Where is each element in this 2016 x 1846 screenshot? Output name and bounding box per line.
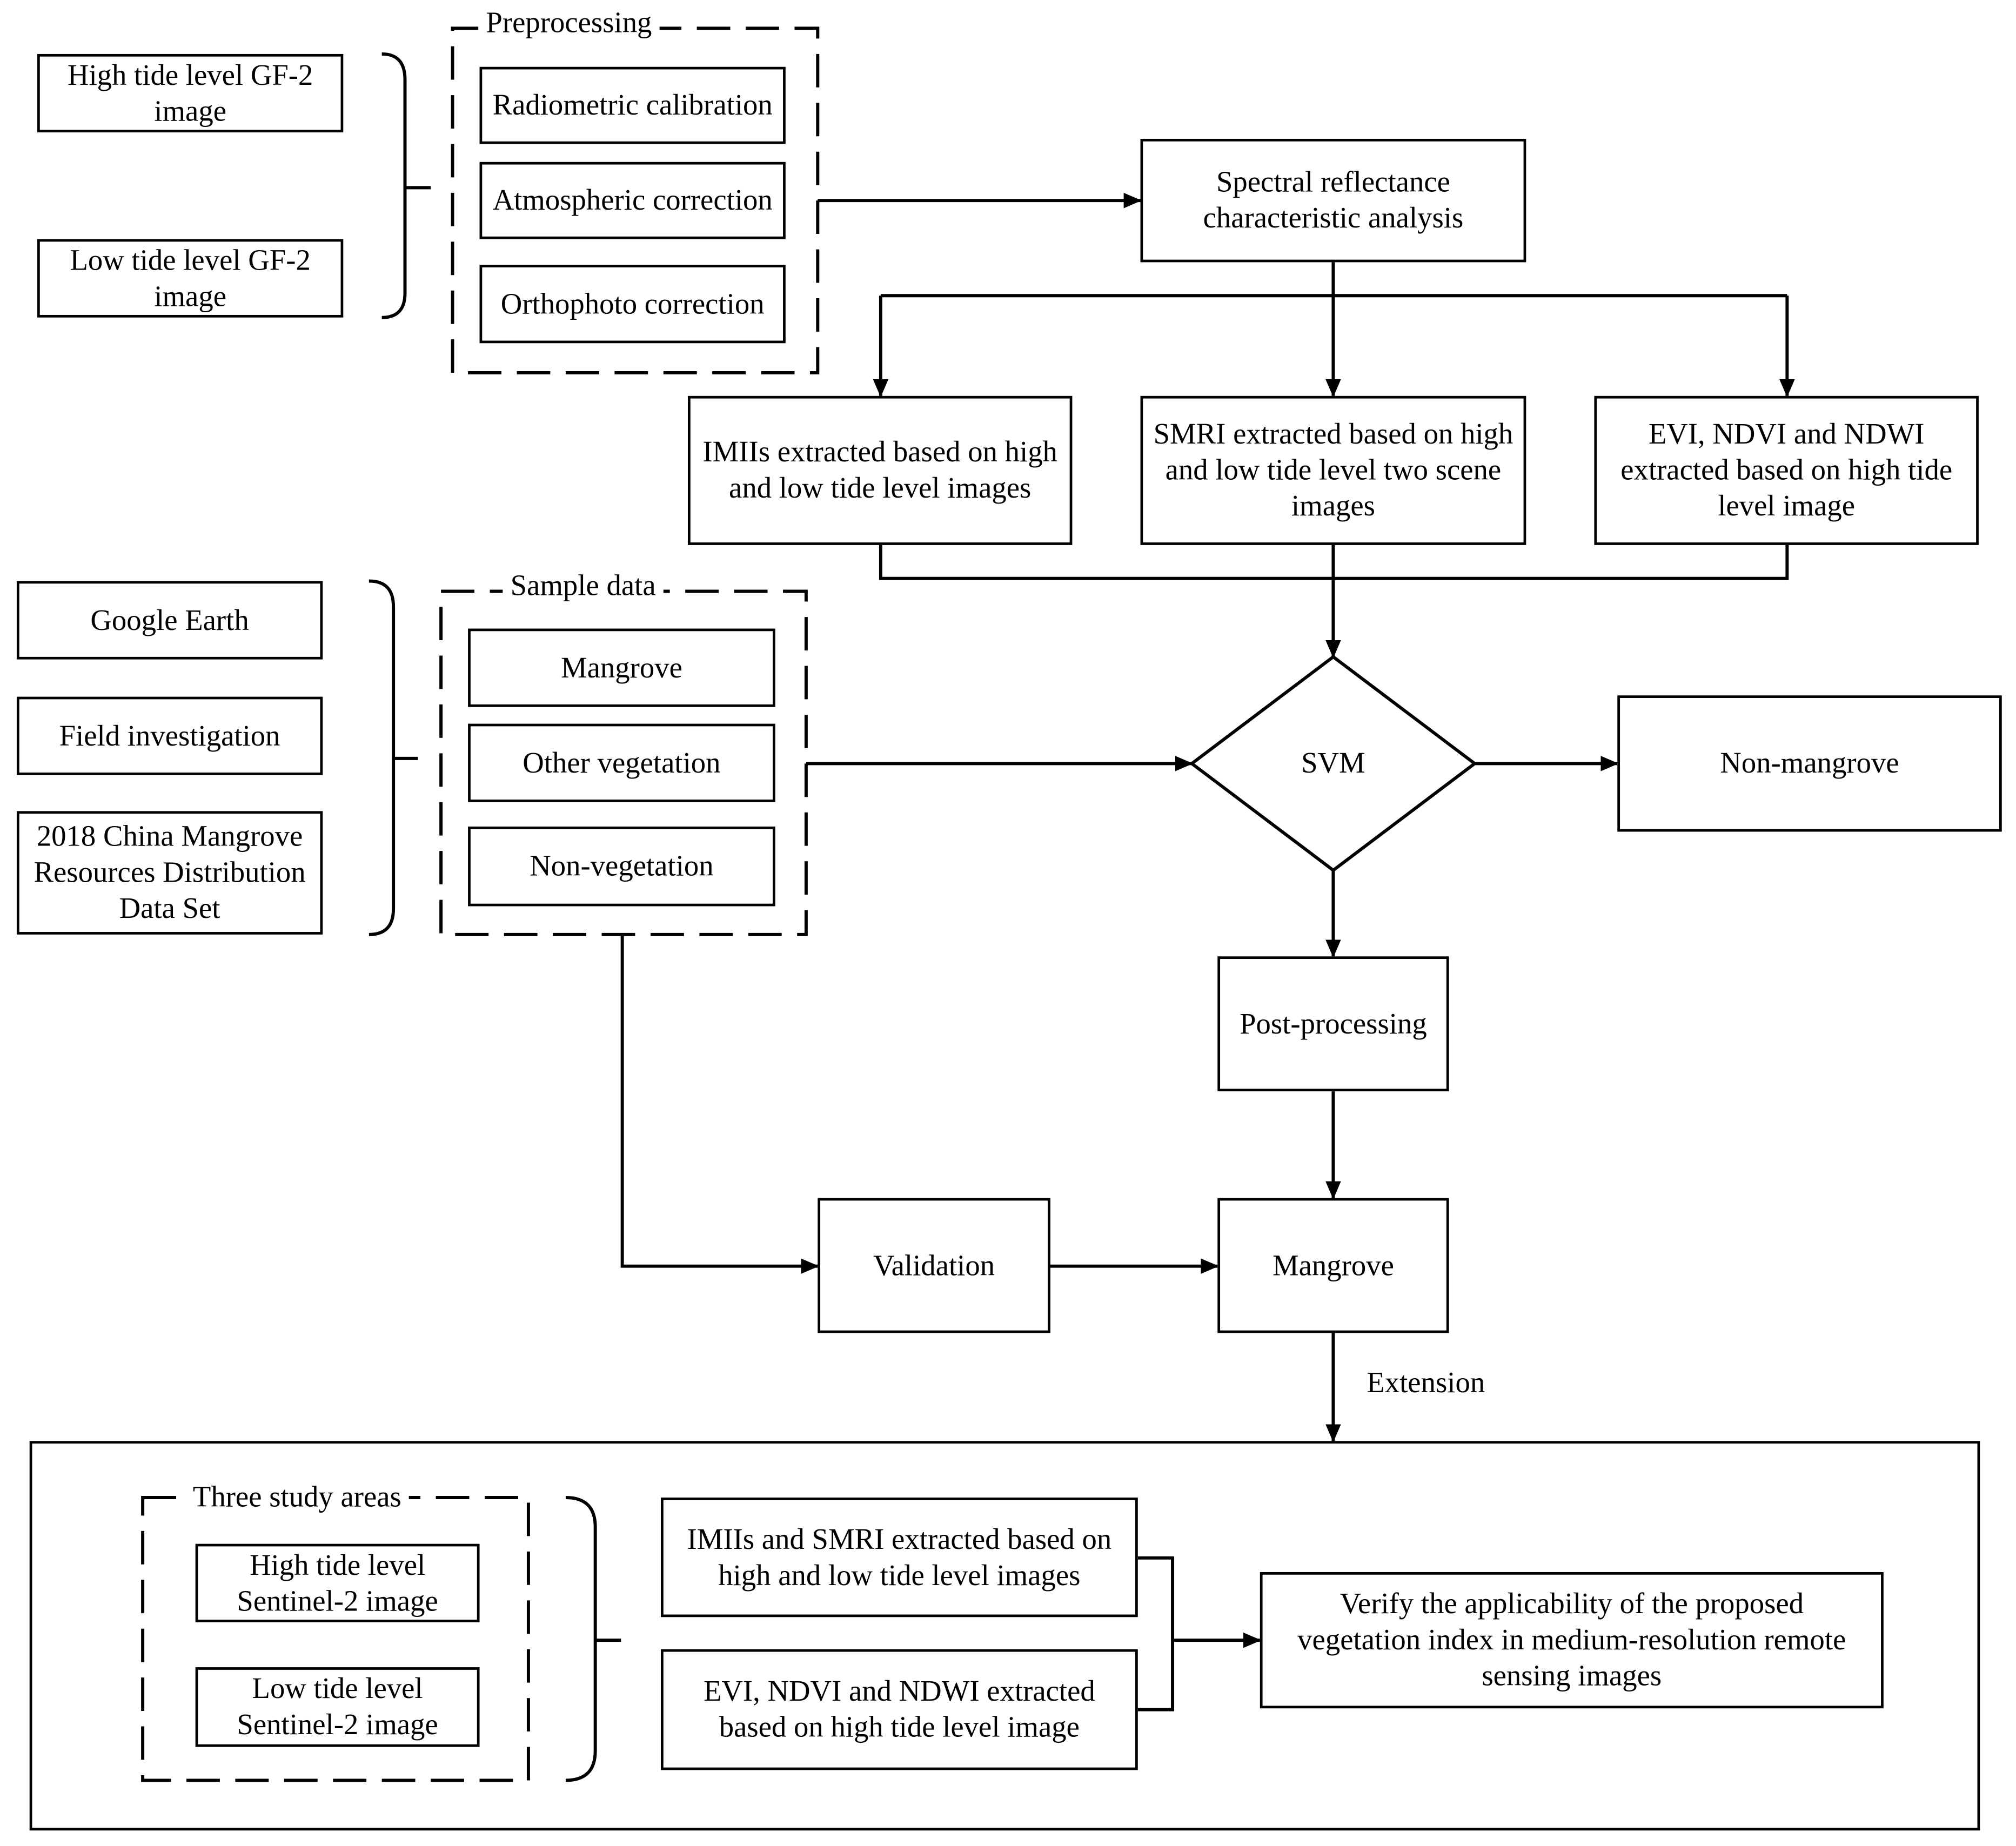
smri-box: SMRI extracted based on high and low tid… (1140, 395, 1526, 545)
spectral-analysis-label: Spectral reflectance characteristic anal… (1203, 165, 1464, 234)
extension-label: Extension (1367, 1366, 1485, 1399)
mangrove-result-box: Mangrove (1217, 1198, 1449, 1333)
google-earth-box: Google Earth (16, 581, 323, 660)
low-tide-gf2-image-box: Low tide level GF-2 image (37, 239, 344, 318)
study-areas-title: Three study areas (185, 1481, 410, 1514)
validation-box: Validation (818, 1198, 1050, 1333)
verify-applicability-label: Verify the applicability of the proposed… (1297, 1587, 1846, 1692)
extension-frame (29, 1441, 1980, 1831)
extension-indices-box: EVI, NDVI and NDWI extracted based on hi… (661, 1649, 1138, 1770)
radiometric-calibration-box: Radiometric calibration (479, 66, 786, 144)
high-tide-gf2-image-label: High tide level GF-2 image (67, 58, 313, 127)
svm-label: SVM (1301, 747, 1365, 779)
imiis-box: IMIIs extracted based on high and low ti… (687, 395, 1073, 545)
non-mangrove-label: Non-mangrove (1720, 747, 1899, 779)
preprocessing-title: Preprocessing (478, 6, 660, 40)
extension-imiis-smri-box: IMIIs and SMRI extracted based on high a… (661, 1498, 1138, 1617)
mangrove-dataset-box: 2018 China Mangrove Resources Distributi… (16, 811, 323, 935)
field-investigation-box: Field investigation (16, 696, 323, 775)
low-tide-sentinel2-box: Low tide level Sentinel-2 image (195, 1667, 480, 1747)
sample-data-title: Sample data (503, 569, 664, 603)
study-areas-group-frame (141, 1496, 530, 1782)
sample-sources-brace (369, 579, 418, 936)
non-mangrove-box: Non-mangrove (1617, 695, 2002, 832)
orthophoto-correction-label: Orthophoto correction (500, 287, 765, 320)
post-processing-label: Post-processing (1240, 1007, 1427, 1039)
sample-other-vegetation-label: Other vegetation (523, 746, 721, 778)
low-tide-gf2-image-label: Low tide level GF-2 image (70, 243, 311, 312)
validation-label: Validation (873, 1248, 995, 1281)
radiometric-calibration-label: Radiometric calibration (492, 89, 773, 121)
mangrove-dataset-label: 2018 China Mangrove Resources Distributi… (34, 820, 306, 924)
atmospheric-correction-label: Atmospheric correction (492, 184, 773, 216)
imiis-label: IMIIs extracted based on high and low ti… (702, 435, 1057, 504)
high-tide-gf2-image-box: High tide level GF-2 image (37, 53, 344, 133)
sample-mangrove-box: Mangrove (468, 628, 775, 707)
sample-non-vegetation-box: Non-vegetation (468, 826, 775, 907)
indices-label: EVI, NDVI and NDWI extracted based on hi… (1620, 418, 1953, 522)
field-investigation-label: Field investigation (59, 719, 280, 751)
extension-features-bracket (1137, 1556, 1174, 1711)
mangrove-result-label: Mangrove (1272, 1248, 1394, 1281)
atmospheric-correction-box: Atmospheric correction (479, 162, 786, 239)
google-earth-label: Google Earth (90, 603, 249, 636)
sample-other-vegetation-box: Other vegetation (468, 723, 775, 802)
gf2-inputs-brace (381, 52, 431, 319)
sample-non-vegetation-label: Non-vegetation (530, 849, 714, 882)
arrow-sample-to-validation (620, 934, 819, 1274)
extension-imiis-smri-label: IMIIs and SMRI extracted based on high a… (687, 1522, 1112, 1591)
high-tide-sentinel2-label: High tide level Sentinel-2 image (237, 1548, 438, 1617)
extension-indices-label: EVI, NDVI and NDWI extracted based on hi… (703, 1675, 1095, 1743)
orthophoto-correction-box: Orthophoto correction (479, 265, 786, 344)
sample-mangrove-label: Mangrove (560, 651, 682, 683)
smri-label: SMRI extracted based on high and low tid… (1153, 418, 1513, 522)
spectral-analysis-box: Spectral reflectance characteristic anal… (1140, 138, 1526, 263)
svm-diamond (1189, 655, 1478, 872)
verify-applicability-box: Verify the applicability of the proposed… (1260, 1572, 1884, 1709)
indices-box: EVI, NDVI and NDWI extracted based on hi… (1594, 395, 1979, 545)
high-tide-sentinel2-box: High tide level Sentinel-2 image (195, 1543, 480, 1622)
low-tide-sentinel2-label: Low tide level Sentinel-2 image (237, 1672, 438, 1741)
post-processing-box: Post-processing (1217, 956, 1449, 1092)
study-areas-brace (565, 1496, 621, 1782)
